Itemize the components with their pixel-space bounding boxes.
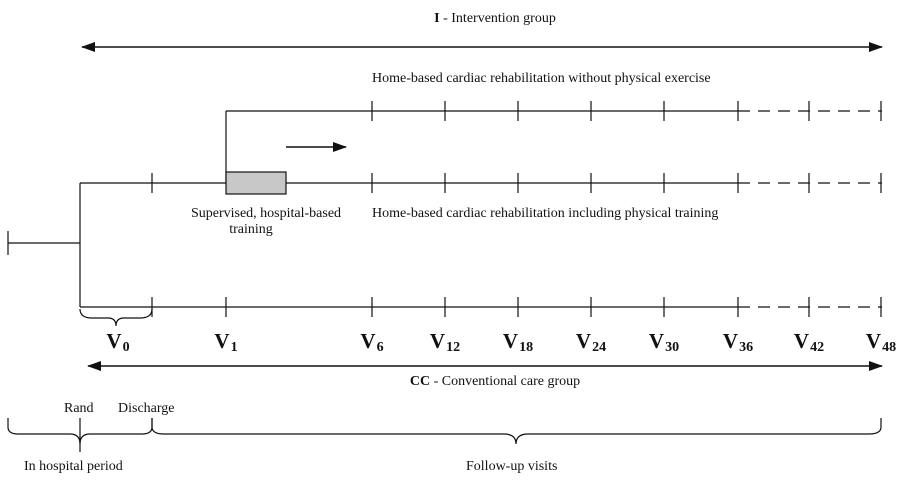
followup-brace <box>151 418 882 445</box>
visit-label-v12: V12 <box>429 329 461 355</box>
conventional-label: - Conventional care group <box>430 374 581 389</box>
intervention-group-title: I - Intervention group <box>434 11 556 27</box>
v0-brace <box>79 308 153 327</box>
visit-label-v18: V18 <box>502 329 534 355</box>
visit-label-v1: V1 <box>214 329 238 355</box>
ticks-conventional <box>151 297 882 317</box>
supervised-training-label: Supervised, hospital-based training <box>176 206 356 238</box>
supervised-training-box <box>225 171 287 195</box>
arm-with-training-label: Home-based cardiac rehabilitation includ… <box>372 206 719 221</box>
followup-label: Follow-up visits <box>466 459 558 474</box>
intervention-label: - Intervention group <box>439 11 556 26</box>
visit-label-v24: V24 <box>575 329 607 355</box>
ticks-middle <box>151 173 882 193</box>
visit-label-v36: V36 <box>722 329 754 355</box>
visit-label-v0: V0 <box>106 329 130 355</box>
visit-label-v6: V6 <box>360 329 384 355</box>
conventional-abbrev: CC <box>409 374 431 389</box>
ticks-top <box>371 101 882 121</box>
arm-without-exercise-label: Home-based cardiac rehabilitation withou… <box>372 71 711 86</box>
supervised-line-2: training <box>229 222 273 237</box>
visit-label-v42: V42 <box>793 329 825 355</box>
rand-label: Rand <box>64 401 94 416</box>
discharge-label: Discharge <box>118 401 175 416</box>
intervention-abbrev: I <box>434 11 440 26</box>
visit-label-v48: V48 <box>865 329 897 355</box>
visit-label-v30: V30 <box>648 329 680 355</box>
supervised-line-1: Supervised, hospital-based <box>190 206 342 221</box>
conventional-group-title: CC - Conventional care group <box>410 374 580 390</box>
hospital-period-label: In hospital period <box>24 459 123 474</box>
